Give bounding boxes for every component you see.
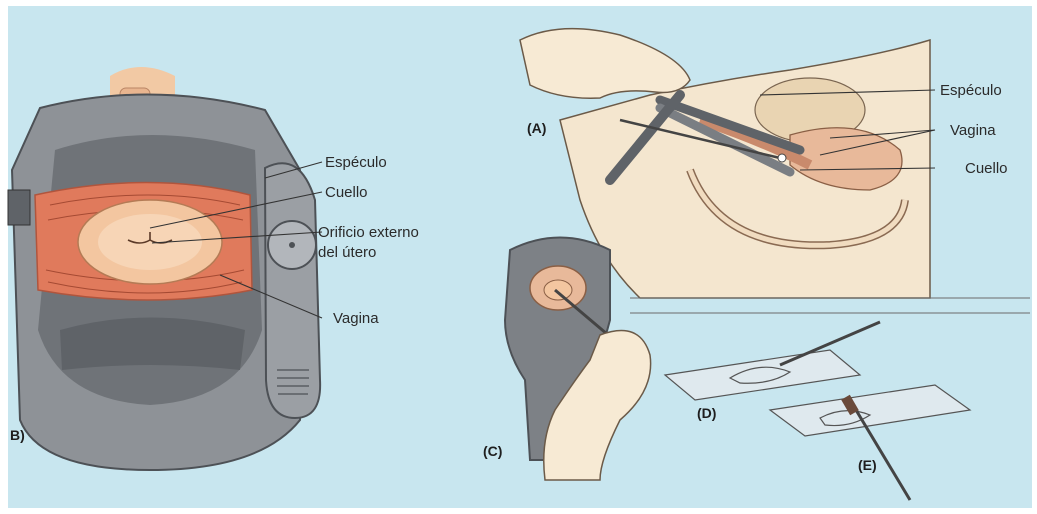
panel-tag-b: B) <box>10 427 25 443</box>
speculum-handle <box>265 163 320 418</box>
panel-tag-a: (A) <box>527 120 546 136</box>
panel-tag-d: (D) <box>697 405 716 421</box>
lower-blade <box>60 318 245 371</box>
panel-b-speculum-view <box>8 67 320 470</box>
label-a-especulo: Espéculo <box>940 82 1002 99</box>
label-b-vagina: Vagina <box>333 310 379 327</box>
speculum-c-cervix <box>544 280 572 300</box>
label-b-especulo: Espéculo <box>325 154 387 171</box>
label-b-cuello: Cuello <box>325 184 368 201</box>
panel-tag-c: (C) <box>483 443 502 459</box>
cervix-inner <box>98 214 202 270</box>
label-a-vagina: Vagina <box>950 122 996 139</box>
swab-a-tip <box>778 154 786 162</box>
left-hinge <box>8 190 30 225</box>
label-b-orificio-1: Orificio externo <box>318 224 419 241</box>
label-b-orificio-2: del útero <box>318 244 376 261</box>
thumb-screw-center <box>289 242 295 248</box>
label-a-cuello: Cuello <box>965 160 1008 177</box>
panel-tag-e: (E) <box>858 457 877 473</box>
